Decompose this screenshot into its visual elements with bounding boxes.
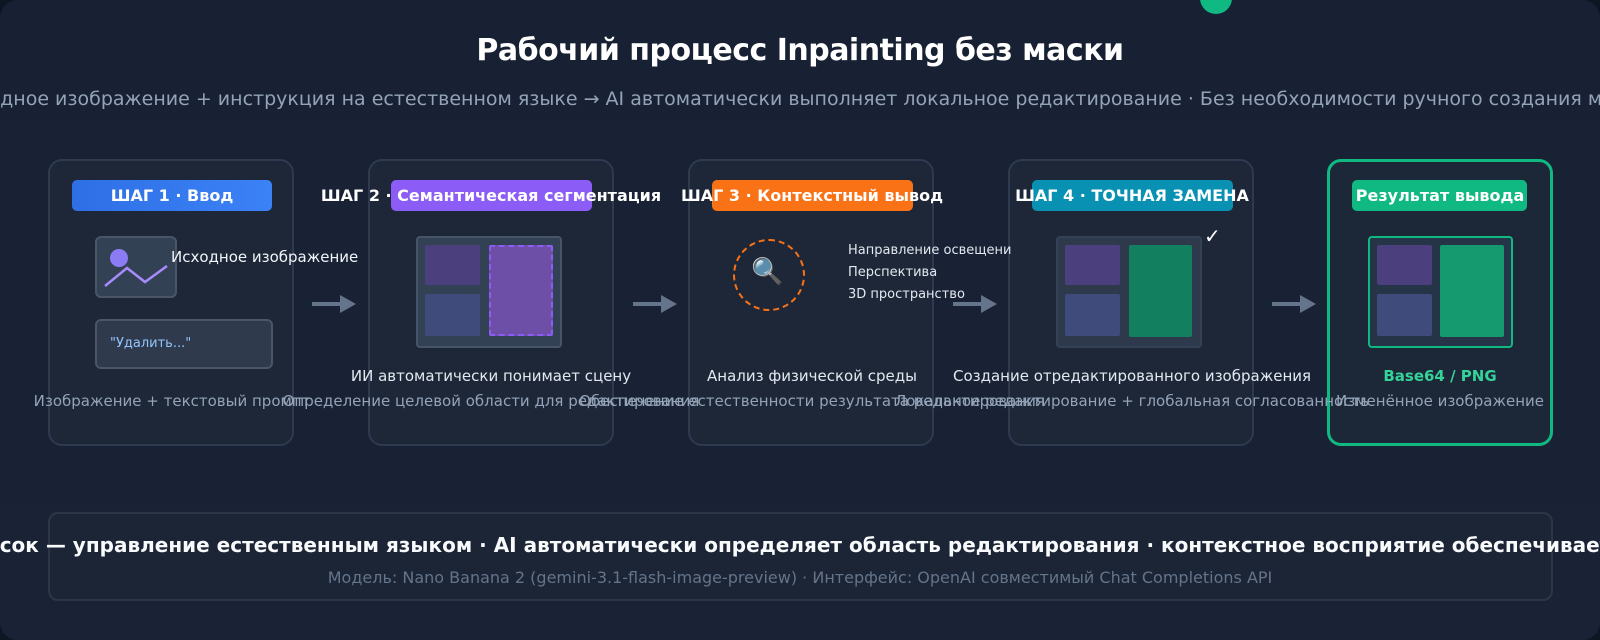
step-2-desc: Определение целевой области для редактир… bbox=[282, 392, 700, 410]
summary-box bbox=[48, 512, 1553, 601]
step-4-desc: Локальное редактирование + глобальная со… bbox=[894, 392, 1370, 410]
step-4-label: ШАГ 4 · ТОЧНАЯ ЗАМЕНА bbox=[1015, 186, 1249, 205]
prompt-input-box bbox=[95, 319, 273, 369]
property-item: Перспектива bbox=[848, 265, 938, 280]
prompt-input-text: "Удалить..." bbox=[110, 336, 192, 351]
model-note: Модель: Nano Banana 2 (gemini-3.1-flash-… bbox=[327, 568, 1273, 587]
segment-block bbox=[425, 294, 480, 336]
image-icon bbox=[95, 236, 177, 298]
property-item: Направление освещения bbox=[848, 243, 1011, 258]
step-1-pill bbox=[72, 180, 272, 211]
result-pill bbox=[1352, 180, 1527, 211]
check-icon: ✓ bbox=[1204, 224, 1221, 248]
segment-block bbox=[425, 245, 480, 285]
step-2-label: ШАГ 2 · Семантическая сегментация bbox=[320, 186, 662, 205]
step-3-pill bbox=[712, 180, 913, 211]
arrow-right-icon bbox=[312, 295, 356, 313]
result-desc: Изменённое изображение bbox=[1336, 392, 1544, 410]
replaced-region bbox=[1129, 245, 1192, 337]
status-dot bbox=[1200, 0, 1232, 14]
selected-region bbox=[489, 245, 553, 336]
result-format: Base64 / PNG bbox=[1383, 367, 1497, 385]
step-2-pill bbox=[391, 180, 592, 211]
step-3-caption: Анализ физической среды bbox=[707, 367, 917, 385]
diagram-subtitle: Исходное изображение + инструкция на ест… bbox=[0, 88, 1600, 110]
arrow-right-icon bbox=[1272, 295, 1316, 313]
step-1-desc: Изображение + текстовый промпт bbox=[33, 392, 311, 410]
step-3-desc: Обеспечение естественности результата ре… bbox=[579, 392, 1045, 410]
step-3-label: ШАГ 3 · Контекстный вывод bbox=[680, 186, 944, 205]
result-label: Результат вывода bbox=[1355, 186, 1525, 205]
arrow-right-icon bbox=[633, 295, 677, 313]
step-4-pill bbox=[1032, 180, 1233, 211]
summary-headline: Полный процесс без масок — управление ес… bbox=[0, 533, 1600, 557]
result-block bbox=[1377, 294, 1432, 336]
source-image-label: Исходное изображение bbox=[171, 248, 359, 266]
result-block bbox=[1377, 245, 1432, 285]
step-2-caption: ИИ автоматически понимает сцену bbox=[350, 367, 632, 385]
property-item: 3D пространство bbox=[848, 287, 965, 302]
result-region bbox=[1440, 245, 1504, 337]
analysis-ring bbox=[733, 239, 805, 311]
step-1-label: ШАГ 1 · Ввод bbox=[110, 186, 234, 205]
magnifier-icon: 🔍 bbox=[751, 257, 784, 287]
arrow-right-icon bbox=[953, 295, 997, 313]
diagram-title: Рабочий процесс Inpainting без маски bbox=[476, 33, 1124, 68]
kept-block bbox=[1065, 245, 1120, 285]
kept-block bbox=[1065, 294, 1120, 336]
context-properties: Направление освещения Перспектива 3D про… bbox=[848, 240, 1011, 306]
step-4-caption: Создание отредактированного изображения bbox=[952, 367, 1312, 385]
